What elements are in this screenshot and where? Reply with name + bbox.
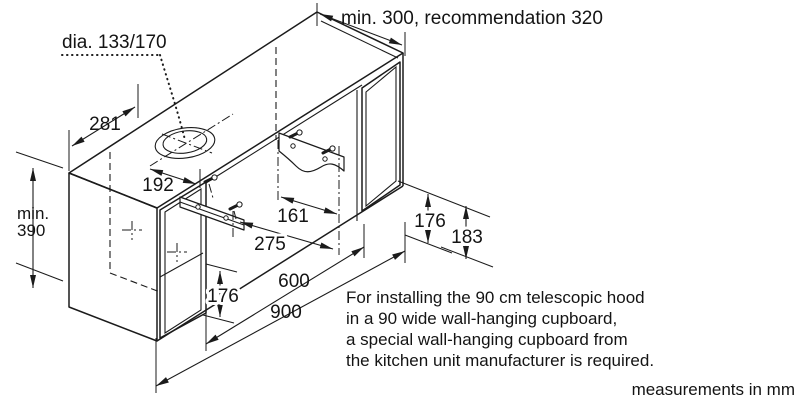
note-line-4: the kitchen unit manufacturer is require… [346,351,654,370]
bracket-screw-hole [290,143,296,149]
screw-icon [203,174,218,184]
units-note: measurements in mm [632,380,795,399]
right-opening-frame-outer [361,61,401,212]
middle-mounting-bracket [278,132,345,173]
screw-icon [321,145,336,155]
note-line-2: in a 90 wide wall-hanging cupboard, [346,309,617,328]
drill-mark-left [122,221,142,240]
dim-line-275 [239,221,334,250]
dim-label-900: 900 [270,302,302,323]
mounting-hardware [179,129,345,231]
bracket-screw-hole [322,156,328,162]
dim-label-176-left: 176 [207,286,239,307]
duct-hole-centerline-width [149,113,234,167]
note-line-3: a special wall-hanging cupboard from [346,330,628,349]
dim-label-183: 183 [451,227,483,248]
dim-line-161 [280,196,338,215]
rear-edge-through-opening [159,252,204,278]
bracket-screw-hole [195,204,201,210]
note-line-1: For installing the 90 cm telescopic hood [346,288,645,307]
right-opening-frame-inner [365,65,397,208]
dim-line-900 [155,250,406,387]
dim-label-275: 275 [254,234,286,255]
dim-label-600: 600 [278,271,310,292]
duct-hole [149,113,234,167]
cabinet-left-face [68,172,158,342]
dim-line-min300 [319,13,403,46]
dimensions [15,3,494,393]
dim-label-min390-line2: 390 [17,221,45,240]
screw-icon [288,129,303,139]
dim-label-176-right: 176 [414,211,446,232]
top-dim-label: min. 300, recommendation 320 [341,8,603,29]
installation-note: For installing the 90 cm telescopic hood… [346,288,795,399]
dim-label-161: 161 [277,206,309,227]
bracket-screw-hole [223,215,229,221]
labels: dia. 133/170 min. 300, recommendation 32… [17,8,603,323]
dim-label-281: 281 [89,114,121,135]
hole-dia-leader [61,54,186,141]
screw-icon [228,201,243,211]
dim-line-281 [71,106,136,147]
top-panel-underside-edge [205,84,363,184]
hidden-hood-outline [109,47,277,293]
duct-hole-outer [154,127,216,159]
hole-dia-label: dia. 133/170 [62,32,167,53]
dim-label-192: 192 [142,175,174,196]
dim-line-192 [149,168,197,185]
dim-label-min390-line1: min. [17,204,49,223]
duct-hole-centerline-depth [161,133,213,154]
drill-mark-right [167,243,187,262]
